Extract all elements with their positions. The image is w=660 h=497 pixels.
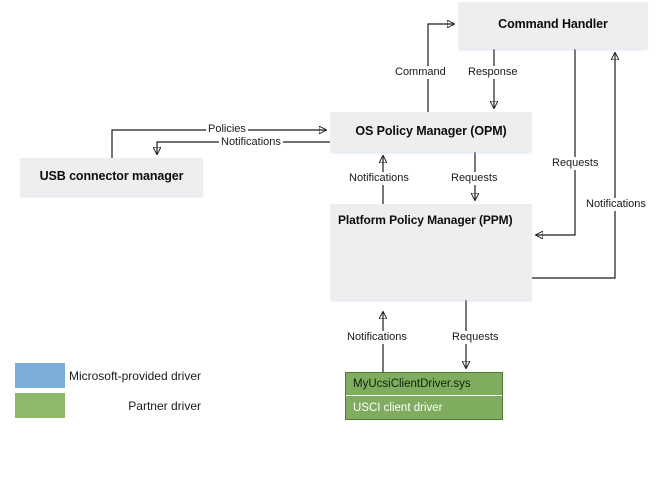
architecture-diagram: Command Handler OS Policy Manager (OPM) …: [15, 2, 648, 420]
platform-policy-manager-label: Platform Policy Manager (PPM): [338, 213, 513, 227]
usb-connector-manager-label: USB connector manager: [39, 169, 184, 183]
edge-label-notifications-ppm-opm: Notifications: [347, 172, 411, 185]
edge-label-requests-opm-ppm: Requests: [449, 172, 500, 185]
my-ucsi-client-driver-binary-label: MyUcsiClientDriver.sys: [346, 373, 502, 396]
node-command-handler[interactable]: Command Handler: [458, 2, 648, 49]
edge-command: [427, 24, 454, 112]
legend-swatch-microsoft: [15, 363, 65, 388]
edge-label-notifications-client-ppm: Notifications: [345, 331, 409, 344]
node-os-policy-manager[interactable]: OS Policy Manager (OPM): [330, 112, 532, 152]
edge-policies: [111, 130, 326, 158]
edge-label-response: Response: [466, 66, 520, 79]
edge-label-requests-cmd-ppm: Requests: [550, 157, 601, 170]
edge-label-notifications-usb: Notifications: [219, 136, 283, 149]
node-my-ucsi-client-driver[interactable]: MyUcsiClientDriver.sys USCI client drive…: [345, 372, 503, 420]
edge-label-notifications-ppm-cmd: Notifications: [584, 198, 648, 211]
legend-label-partner: Partner driver: [128, 399, 201, 413]
edge-label-policies: Policies: [206, 123, 248, 136]
edge-requests-cmd-ppm: [536, 49, 576, 235]
my-ucsi-client-driver-role-label: USCI client driver: [353, 401, 443, 414]
edge-label-command: Command: [393, 66, 448, 79]
node-usb-connector-manager[interactable]: USB connector manager: [20, 158, 203, 196]
os-policy-manager-label: OS Policy Manager (OPM): [355, 124, 507, 138]
legend-swatch-partner: [15, 393, 65, 418]
edge-label-requests-ppm-client: Requests: [450, 331, 501, 344]
legend-label-microsoft: Microsoft-provided driver: [68, 369, 201, 383]
edge-notifications-ppm-cmd: [505, 53, 615, 279]
node-platform-policy-manager[interactable]: Platform Policy Manager (PPM) UcmUcsiCx.…: [330, 204, 532, 300]
command-handler-label: Command Handler: [498, 17, 608, 31]
